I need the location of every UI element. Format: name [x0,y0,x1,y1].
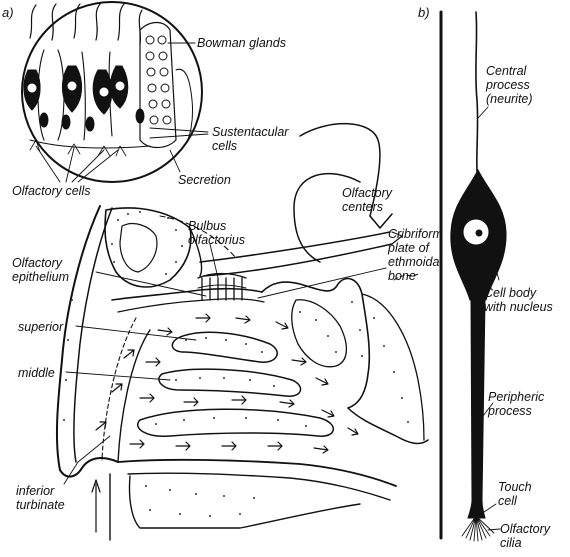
olfactory-epithelium-label: Olfactory epithelium [12,256,69,284]
olfactory-centers-label: Olfactory centers [342,186,392,214]
magnified-epithelium [22,2,208,182]
turbinates [138,332,334,436]
superior-turbinate-label: superior [18,320,63,334]
bulbus-olfactorius-label: Bulbus olfactorius [188,219,245,247]
bowman-glands-label: Bowman glands [197,36,286,50]
panel-label-b: b) [418,6,430,20]
secretion-label: Secretion [178,173,231,187]
neuron-cell-body [451,170,506,300]
panel-label-a: a) [2,6,14,20]
neuron-olfactory-cilia [462,516,494,541]
peripheric-process-label: Peripheric process [488,390,544,418]
airflow-arrows [96,314,358,453]
central-process-label: Central process (neurite) [486,64,533,106]
middle-turbinate-label: middle [18,366,55,380]
touch-cell-label: Touch cell [498,480,532,508]
cribriform-plate-label: Cribriform plate of ethmoidal bone [388,227,443,283]
neuron-peripheric-process [468,298,485,518]
sustentacular-cells-label: Sustentacular cells [212,125,288,153]
neuron-central-process [476,12,478,185]
olfactory-cilia-label: Olfactory cilia [500,522,550,550]
inferior-turbinate-label: inferior turbinate [16,484,65,512]
olfactory-cells-label: Olfactory cells [12,184,91,198]
cavity-leader-lines [64,244,386,484]
cell-body-label: Cell body with nucleus [484,286,553,314]
